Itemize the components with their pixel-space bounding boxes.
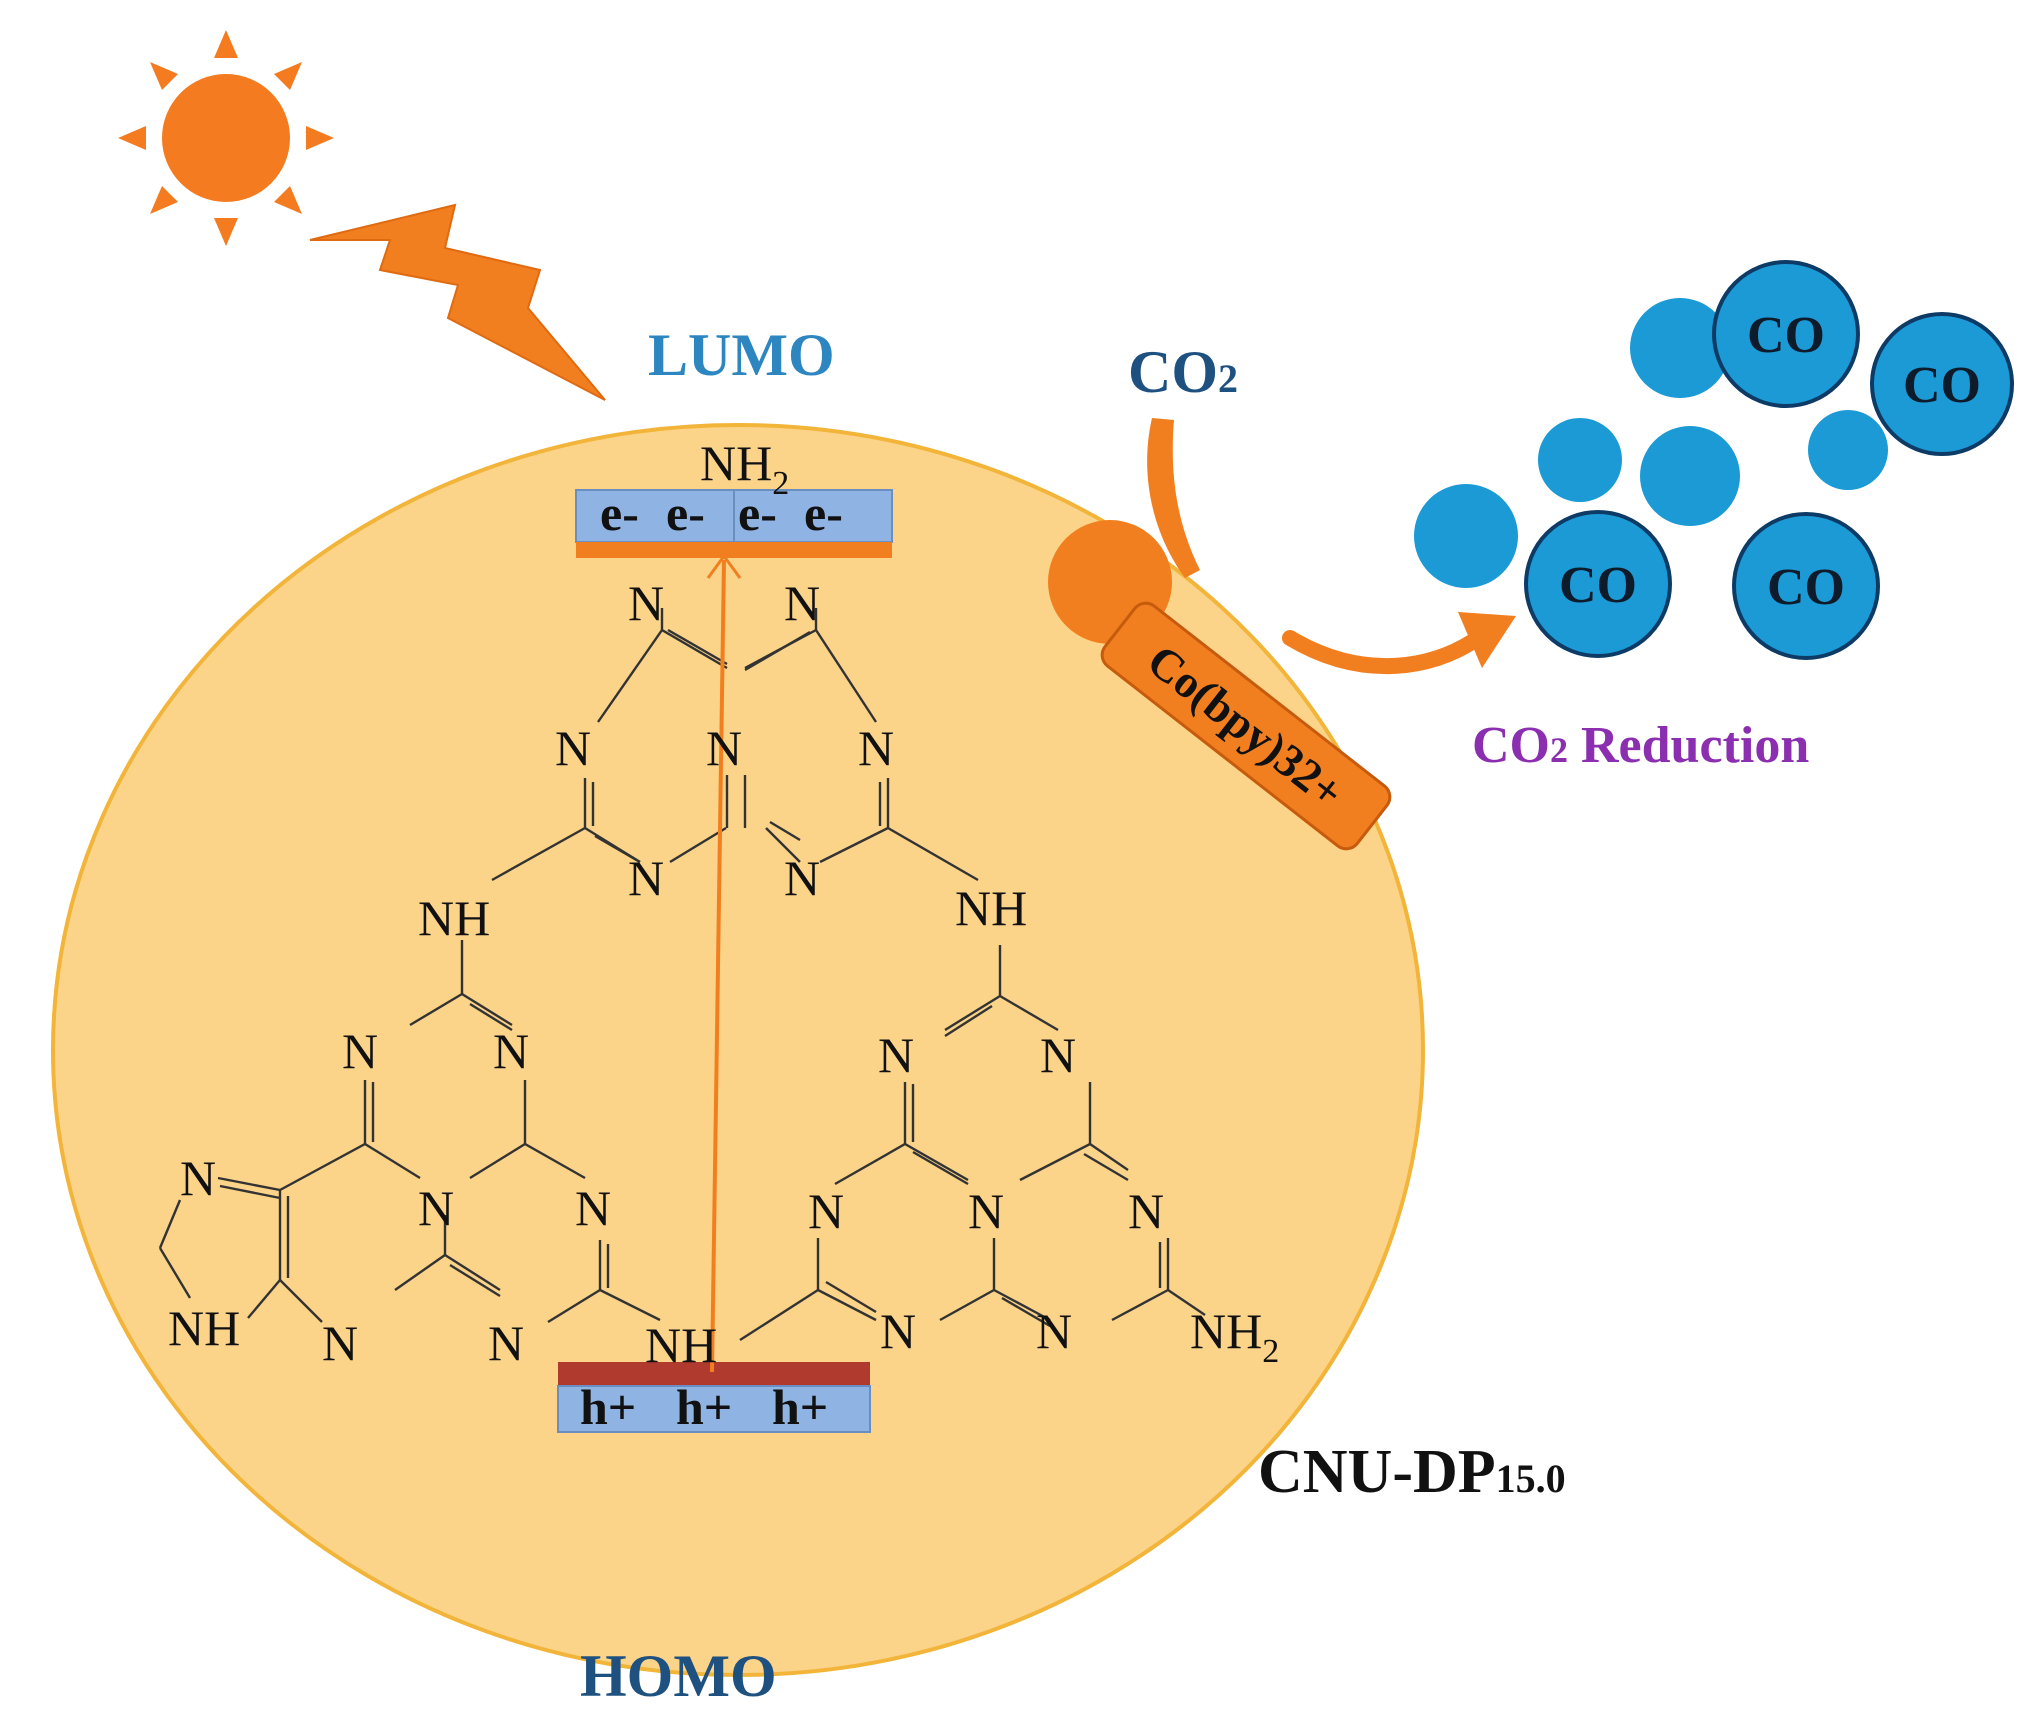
lumo-band — [575, 489, 893, 558]
co-bubble: CO — [1732, 512, 1880, 660]
atom-n: N — [878, 1027, 914, 1083]
atom-nh2-top: NH2 — [700, 435, 789, 502]
co2-label: CO2 — [1128, 339, 1238, 405]
catalyst-particle-sphere — [51, 423, 1425, 1677]
lightning-bolt-icon — [309, 203, 606, 401]
sun-icon — [118, 30, 334, 246]
lumo-label: LUMO — [648, 322, 835, 388]
bubble — [1808, 410, 1888, 490]
atom-n: N — [342, 1023, 378, 1079]
bubble — [1414, 484, 1518, 588]
atom-n: N — [968, 1183, 1004, 1239]
electron-label: e- — [666, 485, 705, 541]
atom-labels: NH2 N N N N N N N NH NH N N N N N N N N … — [168, 435, 1279, 1373]
atom-nh2-bottom: NH2 — [1190, 1303, 1279, 1370]
atom-n: N — [706, 720, 742, 776]
excitation-arrow-head — [706, 553, 742, 579]
co2-reduction-label: CO2 Reduction — [1472, 717, 1809, 774]
co-bubble: CO — [1524, 510, 1672, 658]
atom-nh: NH — [168, 1300, 240, 1356]
reduction-arrow — [1282, 630, 1483, 675]
hole-label: h+ — [676, 1379, 732, 1435]
material-label: CNU-DP15.0 — [1258, 1438, 1566, 1506]
atom-n: N — [628, 575, 664, 631]
atom-nh: NH — [418, 890, 490, 946]
atom-n: N — [880, 1303, 916, 1359]
svg-text:CO: CO — [1903, 357, 1981, 414]
atom-n: N — [1036, 1303, 1072, 1359]
electron-label: e- — [600, 485, 639, 541]
homo-label: HOMO — [580, 1643, 777, 1709]
atom-n: N — [575, 1180, 611, 1236]
co2-inflow-arrow — [1147, 418, 1200, 578]
atom-n: N — [418, 1180, 454, 1236]
co-bubble: CO — [1712, 260, 1860, 408]
atom-n: N — [1128, 1183, 1164, 1239]
bubble — [1538, 418, 1622, 502]
atom-n: N — [858, 720, 894, 776]
atom-n: N — [322, 1315, 358, 1371]
atom-n: N — [628, 850, 664, 906]
excitation-arrow — [710, 559, 726, 1373]
bubble — [1640, 426, 1740, 526]
hole-label: h+ — [772, 1379, 828, 1435]
reduction-arrow-head — [1458, 612, 1516, 668]
atom-nh: NH — [955, 880, 1027, 936]
atom-n: N — [555, 720, 591, 776]
atom-n: N — [493, 1023, 529, 1079]
electron-label: e- — [804, 485, 843, 541]
atom-n: N — [488, 1315, 524, 1371]
svg-text:CO: CO — [1767, 559, 1845, 616]
product-bubbles: CO CO CO CO — [1414, 260, 2014, 660]
co-bubble: CO — [1870, 312, 2014, 456]
melon-structure-bonds — [158, 608, 1206, 1342]
atom-n: N — [180, 1150, 216, 1206]
atom-n: N — [784, 575, 820, 631]
hole-label: h+ — [580, 1379, 636, 1435]
atom-nh: NH — [645, 1317, 717, 1373]
svg-text:CO: CO — [1559, 557, 1637, 614]
atom-n: N — [784, 850, 820, 906]
electron-label: e- — [738, 485, 777, 541]
bubble — [1630, 298, 1730, 398]
atom-n: N — [808, 1183, 844, 1239]
homo-band — [557, 1362, 871, 1433]
svg-text:CO: CO — [1747, 307, 1825, 364]
atom-n: N — [1040, 1027, 1076, 1083]
